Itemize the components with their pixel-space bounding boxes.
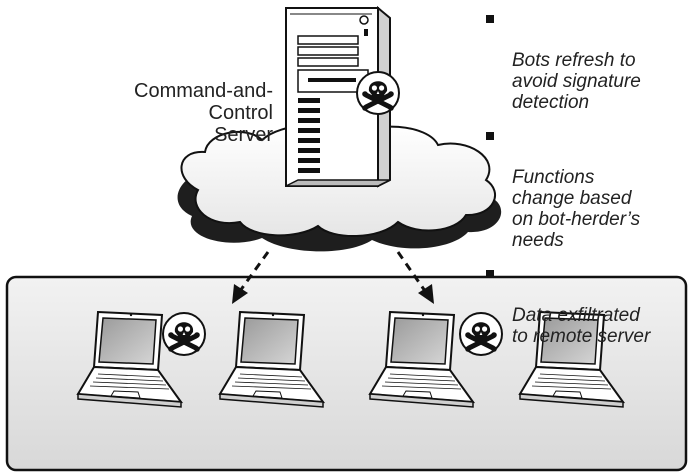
- laptop-1-skull-crossbones-icon: [163, 313, 205, 355]
- bullet-text: Data exfiltrated to remote server: [512, 305, 651, 347]
- bullet-text: Bots refresh to avoid signature detectio…: [512, 50, 641, 113]
- server-skull-crossbones-icon: [357, 72, 399, 114]
- command-and-control-server: [285, 5, 391, 188]
- bullet-square-icon: [486, 15, 494, 23]
- bullet-text: Functions change based on bot-herder’s n…: [512, 167, 641, 251]
- bullet-item: Data exfiltrated to remote server: [486, 263, 691, 347]
- bullet-list: Bots refresh to avoid signature detectio…: [486, 8, 691, 359]
- bullet-square-icon: [486, 270, 494, 278]
- download-arrow-right: [396, 251, 434, 304]
- bullet-item: Bots refresh to avoid signature detectio…: [486, 8, 691, 113]
- server-label: Command-and- Control Server: [134, 80, 273, 146]
- bullet-item: Functions change based on bot-herder’s n…: [486, 125, 691, 251]
- bullet-square-icon: [486, 132, 494, 140]
- download-arrow-left: [232, 251, 270, 304]
